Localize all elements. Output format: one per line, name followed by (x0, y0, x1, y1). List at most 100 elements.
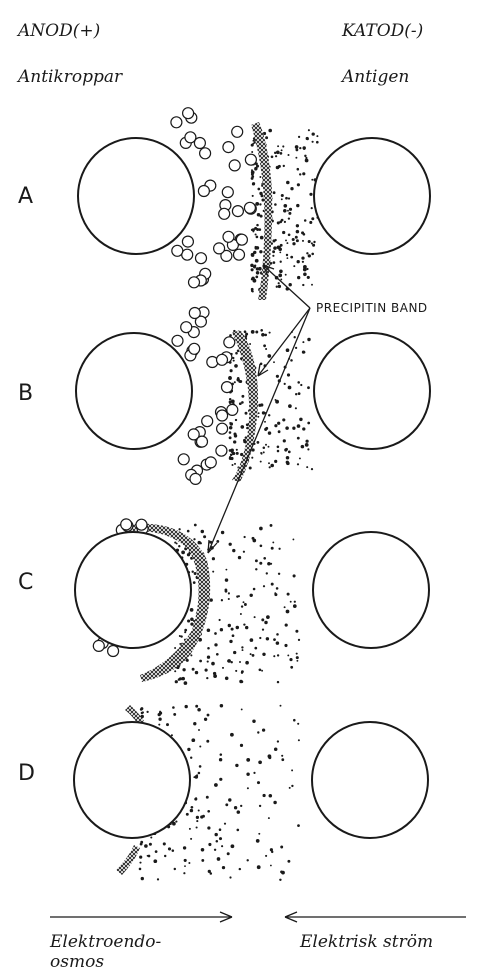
antigen-dot (258, 404, 261, 407)
antigen-dot (268, 754, 272, 758)
antigen-dot (260, 544, 263, 547)
antigen-dot (190, 809, 193, 812)
antigen-dot (166, 723, 169, 726)
antigen-dot (231, 628, 234, 631)
antigen-dot (298, 639, 300, 641)
antigen-dot (219, 778, 222, 781)
antigen-dot (249, 594, 252, 597)
antigen-dot (254, 616, 256, 618)
antigen-dot (231, 661, 233, 663)
antibody-ring (219, 208, 230, 219)
antigen-dot (203, 535, 206, 538)
well-cathode-b (314, 333, 430, 449)
antigen-dot (243, 536, 245, 538)
antigen-dot (312, 132, 315, 135)
antigen-dot (252, 228, 255, 231)
antigen-dot (263, 344, 266, 347)
well-anode-d (74, 722, 190, 838)
antigen-dot (246, 423, 249, 426)
antibody-ring (190, 473, 201, 484)
antigen-dot (214, 783, 218, 787)
antigen-dot (257, 731, 259, 733)
antigen-dot (307, 448, 309, 450)
antigen-dot (222, 866, 225, 869)
antigen-dot (207, 629, 211, 633)
antigen-dot (186, 813, 189, 816)
antigen-dot (287, 593, 290, 596)
antigen-dot (146, 711, 148, 713)
antigen-dot (302, 284, 304, 286)
antigen-dot (229, 398, 232, 401)
well-cathode-c (313, 532, 429, 648)
antigen-dot (164, 855, 166, 857)
antigen-dot (255, 276, 258, 279)
antigen-dot (265, 855, 267, 857)
antigen-dot (153, 859, 157, 863)
antigen-dot (228, 598, 230, 600)
antigen-dot (285, 624, 288, 627)
antigen-dot (276, 641, 280, 645)
antigen-dot (194, 572, 197, 575)
antigen-dot (259, 527, 263, 531)
antigen-dot (271, 547, 274, 550)
antigen-dot (289, 658, 292, 661)
antigen-dot (185, 705, 188, 708)
antigen-dot (233, 360, 235, 362)
antigen-dot (247, 787, 249, 789)
antigen-dot (298, 739, 300, 741)
antigen-dot (265, 136, 268, 139)
antigen-dot (225, 803, 228, 806)
antigen-dot (140, 841, 143, 844)
antigen-dot (274, 592, 276, 594)
antigen-dot (267, 354, 271, 358)
antigen-dot (295, 393, 297, 395)
antigen-dot (311, 284, 313, 286)
antigen-dot (281, 198, 283, 200)
antigen-dot (190, 617, 194, 621)
antigen-dot (302, 240, 304, 242)
antigen-dot (240, 613, 242, 615)
antigen-dot (263, 585, 265, 587)
antigen-dot (269, 466, 271, 468)
antigen-dot (273, 801, 276, 804)
antigen-dot (305, 443, 309, 447)
antigen-dot (277, 740, 279, 742)
antigen-dot (259, 562, 262, 565)
antibody-ring (217, 423, 228, 434)
antigen-dot (237, 377, 240, 380)
antigen-dot (302, 261, 304, 263)
antigen-dot (254, 647, 257, 650)
antigen-dot (269, 332, 271, 334)
antigen-dot (187, 619, 190, 622)
antigen-dot (229, 449, 232, 452)
antigen-dot (250, 653, 252, 655)
antigen-dot (150, 836, 152, 838)
antigen-dot (230, 369, 233, 372)
antigen-dot (257, 416, 259, 418)
antigen-dot (284, 448, 287, 451)
antigen-dot (276, 587, 279, 590)
antigen-dot (187, 530, 190, 533)
antigen-dot (274, 748, 278, 752)
antigen-dot (256, 236, 259, 239)
antigen-dot (159, 711, 161, 713)
antigen-dot (276, 286, 278, 288)
antigen-dot (270, 464, 274, 468)
antigen-dot (286, 242, 288, 244)
antigen-dot (158, 724, 160, 726)
antibody-ring (214, 243, 225, 254)
antigen-dot (275, 399, 277, 401)
antigen-dot (259, 805, 261, 807)
antigen-dot (297, 424, 301, 428)
antigen-dot (274, 152, 276, 154)
antigen-dot (183, 846, 186, 849)
antigen-dot (229, 402, 231, 404)
antigen-dot (263, 451, 265, 453)
antibody-ring (189, 308, 200, 319)
antigen-dot (300, 384, 302, 386)
antigen-dot (273, 361, 275, 363)
antibody-ring (197, 436, 208, 447)
antigen-dot (253, 772, 255, 774)
antibody-ring (178, 454, 189, 465)
antigen-dot (219, 619, 221, 621)
